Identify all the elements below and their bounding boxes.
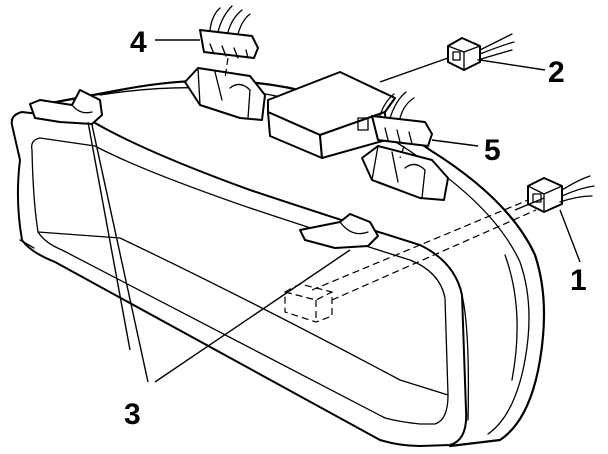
callout-4: 4 (130, 26, 147, 59)
leader-lines (87, 39, 581, 383)
control-unit-box (267, 71, 396, 159)
mounting-tab-left (29, 89, 103, 125)
callout-3: 3 (124, 398, 141, 431)
callout-5: 5 (484, 134, 501, 167)
connector-1 (527, 175, 595, 213)
mounting-tab-top-right (361, 145, 449, 201)
mounting-tab-front (299, 213, 379, 249)
connector-5 (371, 91, 433, 147)
mounting-tab-top-left (184, 67, 266, 121)
cluster-housing (10, 79, 546, 448)
connector-4 (199, 5, 259, 59)
callout-1: 1 (570, 264, 587, 297)
connector-2 (447, 33, 515, 71)
connection-lines (224, 57, 405, 159)
callout-2: 2 (548, 56, 565, 89)
